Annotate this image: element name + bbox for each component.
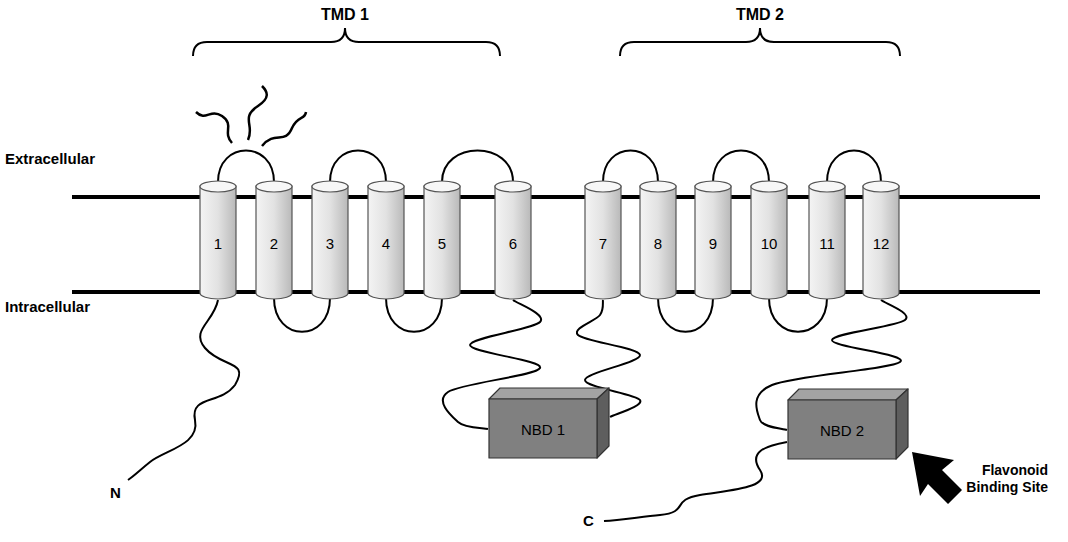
helix-number: 8	[639, 192, 677, 294]
loop-connector	[386, 298, 442, 332]
helix-number: 5	[423, 192, 461, 294]
loop-connector	[330, 151, 386, 183]
helix-cylinder: 9	[694, 180, 732, 300]
domain-name: NBD 1	[488, 399, 598, 459]
helix-cylinder: 6	[494, 180, 532, 300]
domain-label: TMD 1	[321, 6, 369, 24]
glycan-chain	[196, 112, 232, 143]
loop-connector	[658, 298, 713, 332]
n-terminal-tail	[128, 300, 239, 480]
tmd-bracket	[620, 28, 900, 56]
helix-cylinder: 4	[367, 180, 405, 300]
nbd-box: NBD 1	[488, 387, 610, 459]
side-label: Extracellular	[5, 150, 95, 167]
loop-connector	[274, 298, 330, 332]
helix-number: 2	[255, 192, 293, 294]
loop-connector	[827, 151, 881, 183]
helix-cylinder: 10	[750, 180, 788, 300]
binding-arrow	[912, 452, 962, 504]
helix-cylinder: 11	[808, 180, 846, 300]
terminus-label: N	[110, 484, 121, 501]
helix-cylinder: 2	[255, 180, 293, 300]
loop-connector	[713, 151, 769, 183]
helix-number: 3	[311, 192, 349, 294]
loop-connector	[442, 151, 513, 183]
helix-number: 7	[584, 192, 622, 294]
helix-cylinder: 5	[423, 180, 461, 300]
helix-number: 6	[494, 192, 532, 294]
domain-label: TMD 2	[736, 6, 784, 24]
tmd-bracket	[193, 28, 500, 56]
loop-connector	[218, 151, 274, 183]
helix-cylinder: 1	[199, 180, 237, 300]
helix-number: 1	[199, 192, 237, 294]
glycan-chain	[262, 112, 306, 146]
side-label: Intracellular	[5, 298, 90, 315]
helix-number: 4	[367, 192, 405, 294]
helix-cylinder: 8	[639, 180, 677, 300]
loop-connector	[603, 151, 658, 183]
domain-name: NBD 2	[787, 400, 897, 460]
helix-number: 11	[808, 192, 846, 294]
c-terminal-tail	[604, 442, 787, 521]
helix-number: 12	[862, 192, 900, 294]
helix-number: 10	[750, 192, 788, 294]
helix-cylinder: 12	[862, 180, 900, 300]
terminus-label: C	[583, 512, 594, 529]
helix-cylinder: 3	[311, 180, 349, 300]
loop-connector	[769, 298, 827, 332]
helix-cylinder: 7	[584, 180, 622, 300]
nbd-box: NBD 2	[787, 388, 909, 460]
site-label: Flavonoid Binding Site	[948, 462, 1048, 496]
helix-number: 9	[694, 192, 732, 294]
glycan-chain	[248, 86, 267, 140]
